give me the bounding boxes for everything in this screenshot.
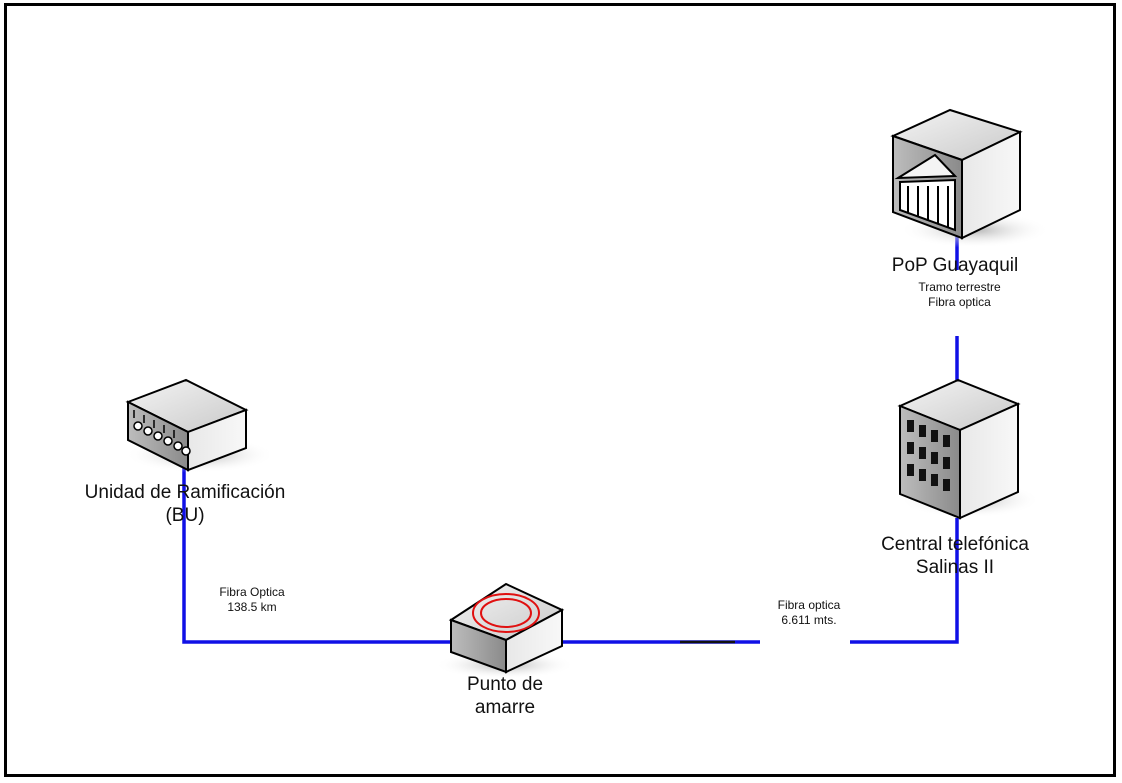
landing-point-icon xyxy=(435,582,575,679)
fiber-links xyxy=(182,168,959,644)
link-label-central-pop: Tramo terrestre Fibra optica xyxy=(885,280,1034,310)
bu-label-line1: Unidad de Ramificación xyxy=(84,482,286,503)
link-label-central-pop-line2: Fibra optica xyxy=(928,295,991,309)
bu-label: Unidad de Ramificación (BU) xyxy=(40,482,330,528)
link-label-bu-landing: Fibra Optica 138.5 km xyxy=(200,585,304,615)
link-label-landing-central-line2: 6.611 mts. xyxy=(781,613,837,627)
landing-label-line1: Punto de xyxy=(466,674,544,695)
pop-building-icon xyxy=(890,108,1050,248)
central-label-line2: Salinas II xyxy=(915,556,995,578)
pop-label-title: PoP Guayaquil xyxy=(891,255,1019,276)
branching-unit-icon xyxy=(125,378,275,473)
link-label-bu-landing-line2: 138.5 km xyxy=(227,600,277,614)
link-bu-landing xyxy=(182,427,300,644)
link-label-landing-central: Fibra optica 6.611 mts. xyxy=(752,598,866,628)
link-landing-central-b xyxy=(850,518,959,644)
bu-label-line2: (BU) xyxy=(165,504,205,526)
central-office-icon xyxy=(897,378,1040,520)
link-label-bu-landing-line1: Fibra Optica xyxy=(219,585,285,599)
link-label-central-pop-line1: Tramo terrestre xyxy=(918,280,1001,294)
landing-label-line2: amarre xyxy=(474,696,536,718)
link-label-landing-central-line1: Fibra optica xyxy=(777,598,841,612)
landing-label: Punto de amarre xyxy=(430,674,580,720)
central-label-line1: Central telefónica xyxy=(881,534,1029,555)
pop-label: PoP Guayaquil xyxy=(845,255,1065,278)
central-label: Central telefónica Salinas II xyxy=(845,534,1065,580)
